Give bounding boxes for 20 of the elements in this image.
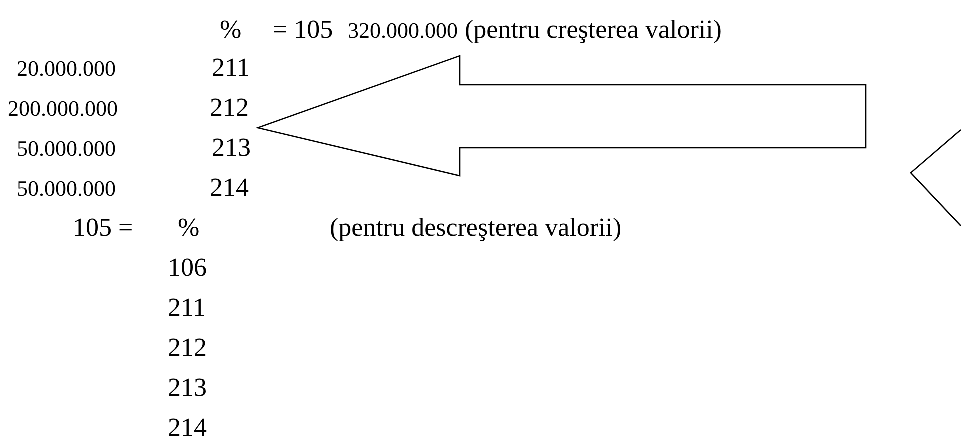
amount-value: 20.000.000: [17, 58, 116, 80]
account-number: 213: [212, 135, 251, 161]
account-number: 211: [212, 55, 250, 81]
account-number: 212: [168, 335, 207, 361]
amount-value: 200.000.000: [8, 98, 118, 120]
amount-value: 50.000.000: [17, 178, 116, 200]
account-number: 211: [168, 295, 206, 321]
account-number: 213: [168, 375, 207, 401]
percent-sign: %: [220, 17, 242, 43]
account-number: = 105: [273, 17, 334, 43]
account-number: 214: [168, 415, 207, 441]
amount-value: 50.000.000: [17, 138, 116, 160]
account-number: 214: [210, 175, 249, 201]
amount-value: 320.000.000: [348, 20, 458, 42]
note-text: (pentru creşterea valorii): [465, 17, 722, 43]
account-number: 105 =: [73, 215, 134, 241]
account-number: 106: [168, 255, 207, 281]
percent-sign: %: [178, 215, 200, 241]
note-text: (pentru descreşterea valorii): [330, 215, 622, 241]
account-number: 212: [210, 95, 249, 121]
